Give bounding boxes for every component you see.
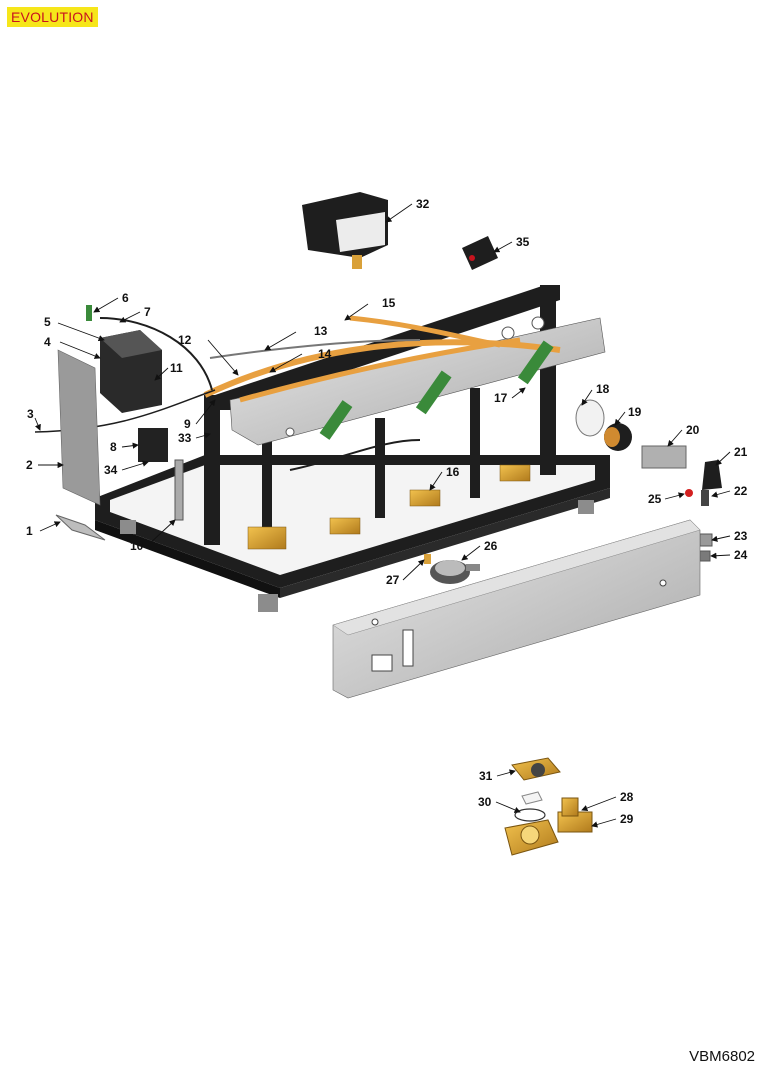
callout-18: 18 xyxy=(596,382,610,396)
callout-17: 17 xyxy=(494,391,508,405)
callout-20: 20 xyxy=(686,423,700,437)
callout-25: 25 xyxy=(648,492,662,506)
callout-10: 10 xyxy=(130,539,144,553)
indicator-lamp xyxy=(685,489,693,497)
callout-31: 31 xyxy=(479,769,493,783)
callout-35: 35 xyxy=(516,235,530,249)
model-badge: EVOLUTION xyxy=(7,7,98,27)
machine-frame xyxy=(95,285,610,612)
callout-labels: 1 2 3 4 5 6 7 8 9 10 11 12 13 14 15 16 1… xyxy=(26,197,748,826)
foot-bracket xyxy=(55,514,106,541)
wiring-harness xyxy=(34,315,561,471)
cover-plate xyxy=(641,445,687,469)
control-boards xyxy=(319,340,554,440)
callout-14: 14 xyxy=(318,347,332,361)
small-fitting xyxy=(424,554,431,564)
callout-28: 28 xyxy=(620,790,634,804)
drawing-code: VBM6802 xyxy=(689,1048,755,1065)
pump-cover xyxy=(302,192,388,269)
side-support xyxy=(174,459,184,521)
callout-19: 19 xyxy=(628,405,642,419)
nozzle-cap xyxy=(702,460,722,490)
callout-26: 26 xyxy=(484,539,498,553)
callout-21: 21 xyxy=(734,445,748,459)
callout-2: 2 xyxy=(26,458,33,472)
callout-34: 34 xyxy=(104,463,118,477)
solenoid-valves xyxy=(247,464,531,550)
front-cover-panel xyxy=(332,519,701,699)
sleeve xyxy=(575,399,605,437)
leader-lines xyxy=(34,203,731,828)
relay-box xyxy=(138,428,168,462)
callout-6: 6 xyxy=(122,291,129,305)
callout-27: 27 xyxy=(386,573,400,587)
callout-9: 9 xyxy=(184,417,191,431)
callout-12: 12 xyxy=(178,333,192,347)
callout-3: 3 xyxy=(27,407,34,421)
callout-7: 7 xyxy=(144,305,151,319)
small-board xyxy=(86,305,92,321)
callout-23: 23 xyxy=(734,529,748,543)
group-ring xyxy=(430,560,480,584)
heating-element-plug xyxy=(604,423,632,451)
valve-assembly xyxy=(504,757,593,856)
callout-24: 24 xyxy=(734,548,748,562)
rocker-switch xyxy=(462,236,498,270)
callout-4: 4 xyxy=(44,335,51,349)
callout-33: 33 xyxy=(178,431,192,445)
callout-8: 8 xyxy=(110,440,117,454)
transformer-box xyxy=(100,330,162,413)
nut-24 xyxy=(699,550,711,562)
callout-30: 30 xyxy=(478,795,492,809)
callout-29: 29 xyxy=(620,812,634,826)
nut-23 xyxy=(699,533,713,547)
valve-fitting xyxy=(701,490,709,506)
callout-15: 15 xyxy=(382,296,396,310)
callout-22: 22 xyxy=(734,484,748,498)
callout-5: 5 xyxy=(44,315,51,329)
callout-11: 11 xyxy=(170,361,183,375)
callout-1: 1 xyxy=(26,524,33,538)
callout-13: 13 xyxy=(314,324,328,338)
callout-32: 32 xyxy=(416,197,430,211)
back-panel xyxy=(57,349,101,506)
callout-16: 16 xyxy=(446,465,460,479)
